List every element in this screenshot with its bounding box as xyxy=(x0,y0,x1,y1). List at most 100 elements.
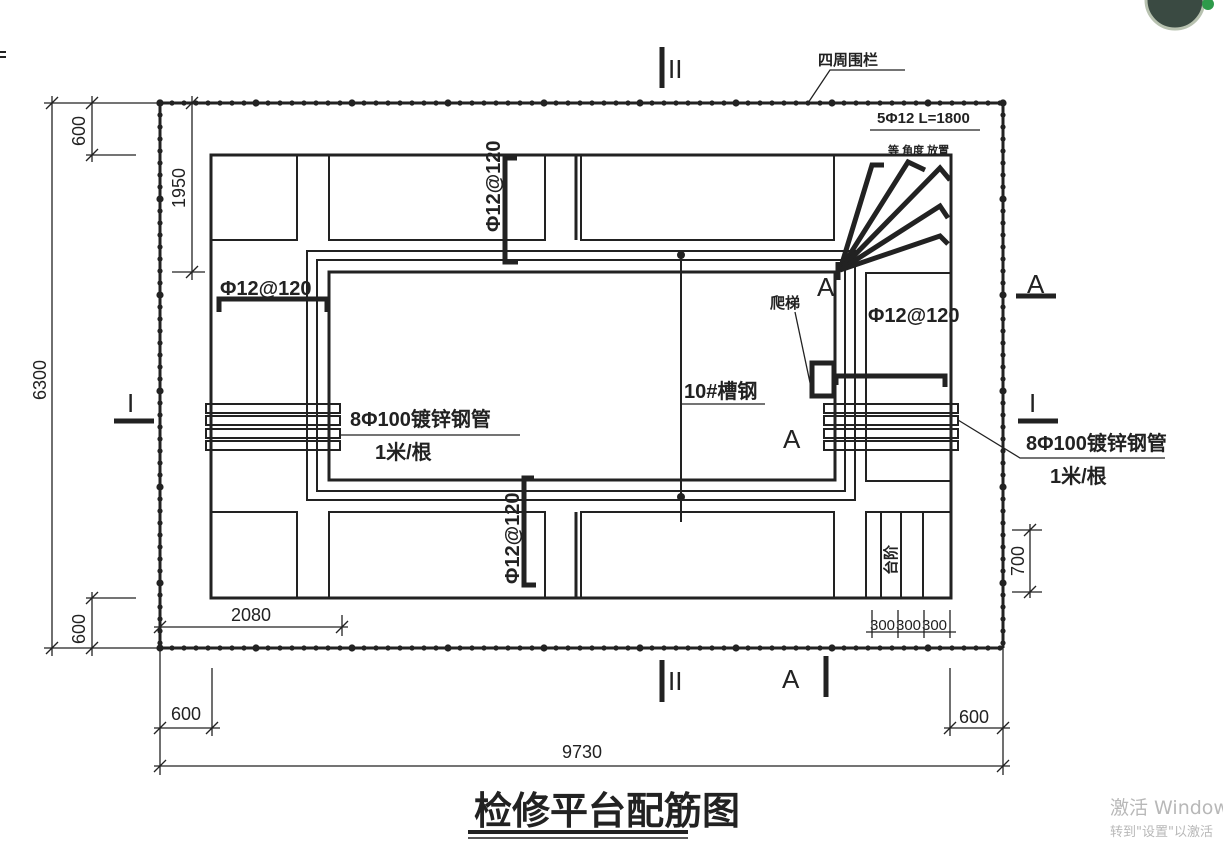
railing-bead xyxy=(841,645,847,651)
section-A-right: A xyxy=(1027,269,1045,299)
railing-bead xyxy=(337,645,343,651)
railing-bead xyxy=(157,448,163,454)
railing-bead xyxy=(157,244,163,250)
railing-bead xyxy=(924,644,932,652)
railing-bead xyxy=(277,100,283,106)
railing-bead xyxy=(157,148,163,154)
watermark-line1: 激活 Windows xyxy=(1110,797,1223,819)
railing-bead xyxy=(1000,364,1006,370)
railing-bead xyxy=(397,100,403,106)
railing-bead xyxy=(793,100,799,106)
railing-bead xyxy=(589,645,595,651)
railing-bead xyxy=(937,645,943,651)
railing-bead xyxy=(529,645,535,651)
railing-bead xyxy=(157,592,163,598)
railing-bead xyxy=(625,645,631,651)
railing-bead xyxy=(157,640,163,646)
step-label: 台阶 xyxy=(882,544,900,575)
railing-bead xyxy=(1000,568,1006,574)
dim-step-height: 700 xyxy=(1008,546,1028,576)
railing-bead xyxy=(289,100,295,106)
railing-bead xyxy=(457,100,463,106)
railing-bead xyxy=(636,99,644,107)
railing-bead xyxy=(181,100,187,106)
railing-bead xyxy=(817,100,823,106)
railing-bead xyxy=(913,100,919,106)
pipe-left-label-2: 1米/根 xyxy=(375,440,432,464)
rebar-right-label: Φ12@120 xyxy=(868,305,960,327)
railing-bead xyxy=(553,645,559,651)
railing-bead xyxy=(757,645,763,651)
pipe-left-label-1: 8Φ100镀锌钢管 xyxy=(350,407,491,431)
section-A-center: A xyxy=(783,424,801,454)
ladder-label: 爬梯 xyxy=(769,294,800,312)
railing-bead xyxy=(1000,268,1006,274)
rebar-bottom-label: Φ12@120 xyxy=(502,492,524,584)
section-II-bottom: II xyxy=(668,666,682,696)
drawing-title: 检修平台配筋图 xyxy=(474,789,740,833)
railing-bead xyxy=(157,424,163,430)
railing-bead xyxy=(157,364,163,370)
corner-widget[interactable] xyxy=(1144,0,1214,31)
railing-bead xyxy=(1000,124,1006,130)
railing-bead xyxy=(157,280,163,286)
railing-bead xyxy=(697,100,703,106)
railing-bead xyxy=(1000,136,1006,142)
railing-bead xyxy=(709,645,715,651)
railing-bead xyxy=(1000,424,1006,430)
railing-bead xyxy=(937,100,943,106)
railing-bead xyxy=(157,544,163,550)
railing-bead xyxy=(157,256,163,262)
railing-bead xyxy=(409,645,415,651)
railing-bead xyxy=(157,376,163,382)
railing-bead xyxy=(397,645,403,651)
railing-bead xyxy=(493,645,499,651)
railing-bead xyxy=(157,556,163,562)
railing-bead xyxy=(961,100,967,106)
railing-bead xyxy=(529,100,535,106)
railing-bead xyxy=(853,645,859,651)
railing-bead xyxy=(757,100,763,106)
railing-bead xyxy=(949,100,955,106)
platform-outline xyxy=(209,153,953,600)
railing-bead xyxy=(865,645,871,651)
railing-bead xyxy=(1000,244,1006,250)
railing-bead xyxy=(157,436,163,442)
railing-bead xyxy=(1000,508,1006,514)
railing-bead xyxy=(156,387,164,395)
railing-bead xyxy=(999,387,1007,395)
railing-bead xyxy=(1000,352,1006,358)
railing-bead xyxy=(217,100,223,106)
railing-bead xyxy=(732,644,740,652)
railing-bead xyxy=(973,645,979,651)
railing-bead xyxy=(252,644,260,652)
railing-bead xyxy=(157,352,163,358)
railing-bead xyxy=(625,100,631,106)
section-I-right: I xyxy=(1029,388,1036,418)
rebar-left-label: Φ12@120 xyxy=(220,278,312,300)
dim-top-offset: 600 xyxy=(69,116,89,146)
railing-bead xyxy=(156,291,164,299)
dim-bottom-offset: 600 xyxy=(69,614,89,644)
railing-bead xyxy=(1000,304,1006,310)
railing-bead xyxy=(997,645,1003,651)
railing-bead xyxy=(1000,460,1006,466)
railing-bead xyxy=(1000,520,1006,526)
railing-bead xyxy=(1000,628,1006,634)
railing-bead xyxy=(157,412,163,418)
railing-bead xyxy=(301,645,307,651)
railing-bead xyxy=(732,99,740,107)
railing-bead xyxy=(1000,604,1006,610)
railing-bead xyxy=(577,100,583,106)
railing-bead xyxy=(949,645,955,651)
railing-bead xyxy=(769,645,775,651)
railing-bead xyxy=(157,328,163,334)
railing-bead xyxy=(1000,376,1006,382)
railing-bead xyxy=(1000,556,1006,562)
railing-bead xyxy=(252,99,260,107)
railing-bead xyxy=(1000,616,1006,622)
section-I-left: I xyxy=(127,388,134,418)
railing-bead xyxy=(649,645,655,651)
railing-bead xyxy=(385,100,391,106)
